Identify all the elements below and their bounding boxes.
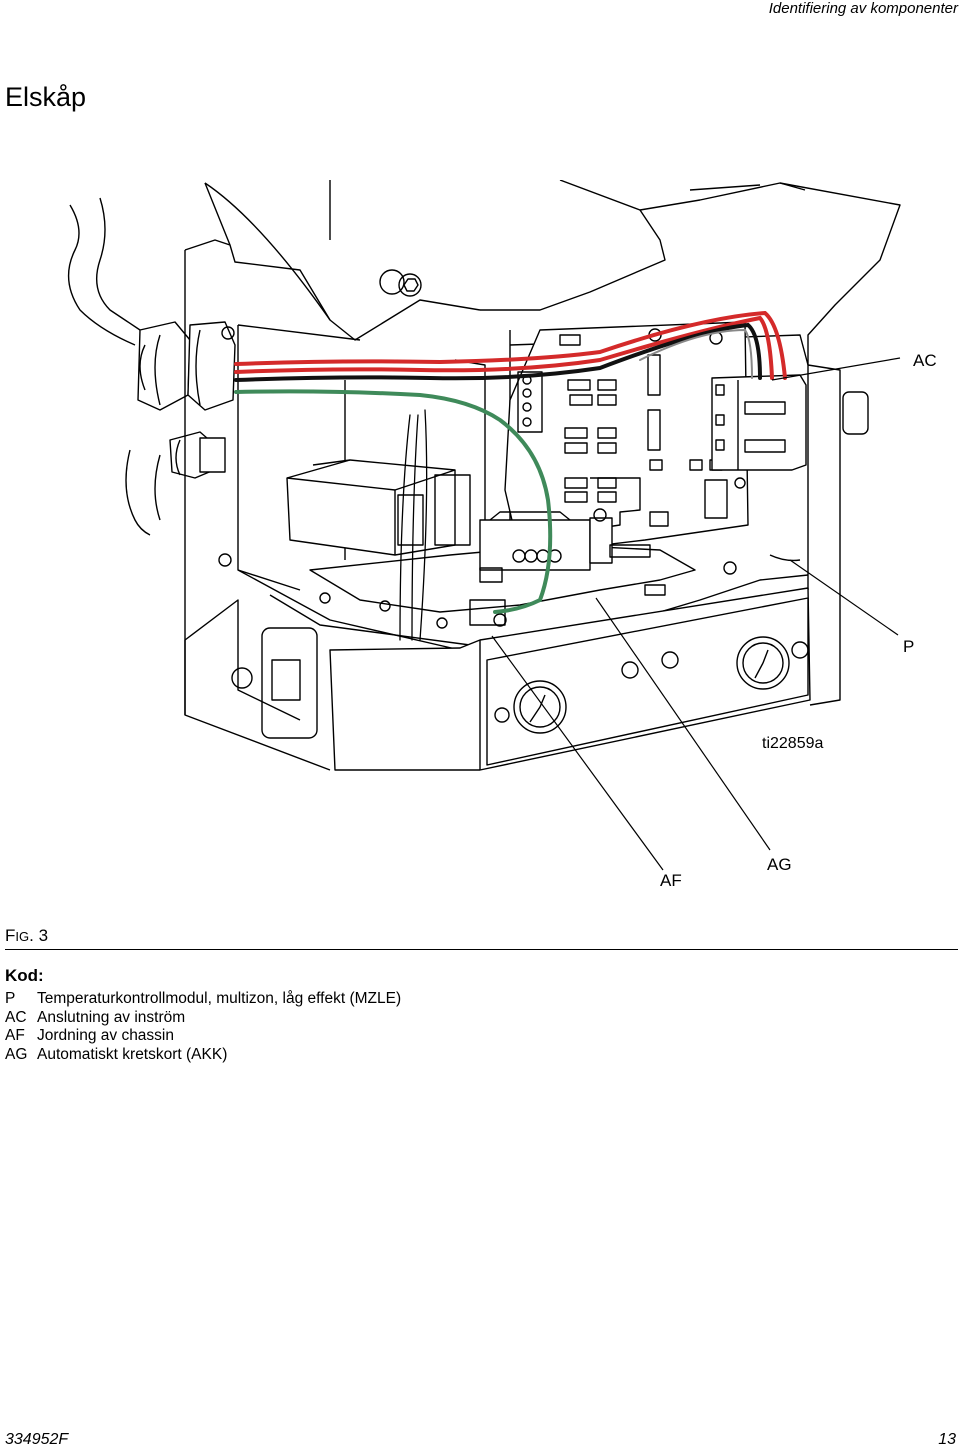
figure-electrical-cabinet: AC P AF AG ti22859a (0, 179, 960, 900)
key-item: AG Automatiskt kretskort (AKK) (5, 1046, 401, 1065)
callout-ac: AC (913, 351, 937, 370)
figure-image-id: ti22859a (762, 735, 823, 752)
key-title: Kod: (5, 966, 44, 985)
key-code: AG (5, 1045, 28, 1063)
callout-af: AF (660, 871, 682, 890)
callout-p: P (903, 637, 914, 656)
key-item: P Temperaturkontrollmodul, multizon, låg… (5, 990, 401, 1009)
running-header: Identifiering av komponenter (768, 0, 958, 17)
figure-caption: FIG. 3 (5, 926, 48, 946)
key-text: Anslutning av inström (37, 1008, 186, 1026)
key-item: AC Anslutning av inström (5, 1009, 401, 1028)
key-code: AC (5, 1008, 27, 1026)
key-text: Jordning av chassin (37, 1027, 174, 1045)
electrical-cabinet-illustration: AC P AF AG ti22859a (67, 179, 937, 890)
leader-line-ac (771, 357, 901, 381)
leader-line-p (789, 559, 899, 636)
key-item: AF Jordning av chassin (5, 1027, 401, 1046)
key-text: Automatiskt kretskort (AKK) (37, 1045, 228, 1063)
key-list: P Temperaturkontrollmodul, multizon, låg… (5, 990, 401, 1064)
leader-line-ag (595, 597, 771, 851)
document-number: 334952F (5, 1431, 69, 1448)
caption-divider (5, 949, 958, 950)
caption-prefix-small: IG (15, 929, 30, 944)
page-title: Elskåp (5, 82, 87, 112)
page-number: 13 (938, 1431, 956, 1448)
leader-line-af (491, 635, 664, 871)
key-code: P (5, 990, 16, 1007)
caption-prefix: F (5, 926, 16, 945)
caption-number: . 3 (29, 926, 49, 945)
key-code: AF (5, 1027, 25, 1045)
callout-ag: AG (767, 855, 792, 874)
key-text: Temperaturkontrollmodul, multizon, låg e… (37, 990, 402, 1007)
